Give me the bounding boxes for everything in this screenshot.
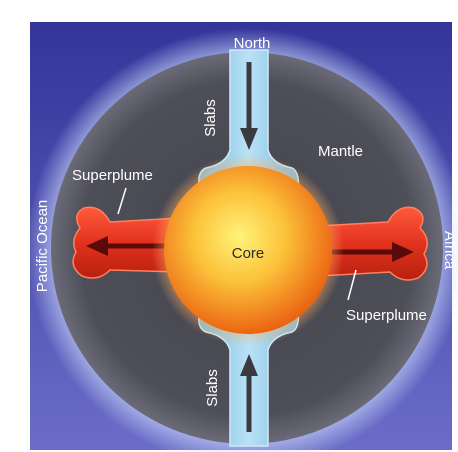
label-slabs-top: Slabs [202,99,219,137]
label-slabs-bottom: Slabs [204,369,221,407]
label-superplume-right: Superplume [346,307,427,324]
label-superplume-left: Superplume [72,167,153,184]
label-mantle: Mantle [318,143,363,160]
label-pacific-ocean: Pacific Ocean [34,200,51,293]
label-core: Core [232,245,265,262]
label-africa: Africa [441,231,458,270]
label-north: North [234,35,271,52]
